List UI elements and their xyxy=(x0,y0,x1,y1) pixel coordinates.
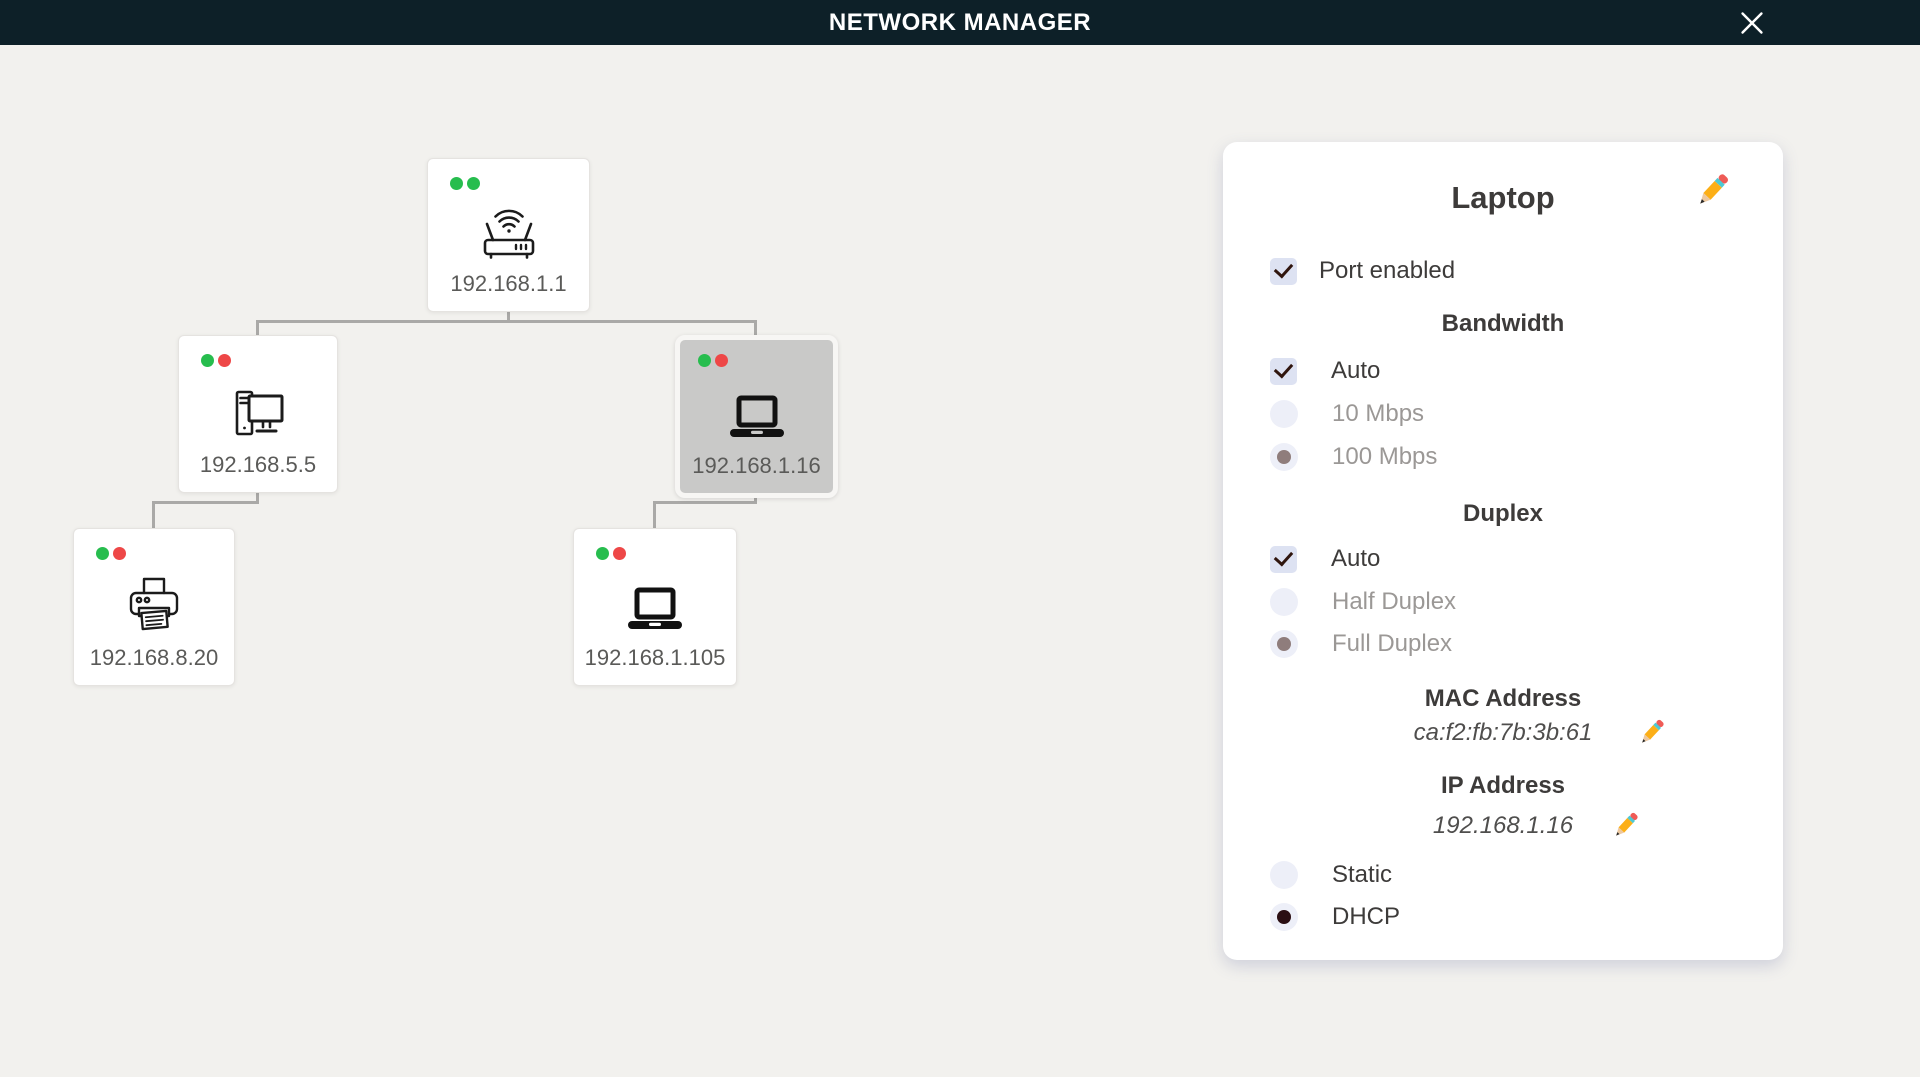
duplex-option-half[interactable]: Half Duplex xyxy=(1270,587,1456,617)
panel-title: Laptop xyxy=(1451,180,1555,215)
bandwidth-option-100mbps[interactable]: 100 Mbps xyxy=(1270,442,1437,472)
app-title: NETWORK MANAGER xyxy=(828,8,1092,36)
status-dot-red xyxy=(218,354,231,367)
node-ip: 192.168.5.5 xyxy=(199,452,317,477)
port-enabled-row[interactable]: Port enabled xyxy=(1270,256,1455,286)
connector-line xyxy=(152,501,259,504)
router-icon xyxy=(476,207,542,259)
option-label: Auto xyxy=(1331,357,1381,384)
node-ip: 192.168.1.105 xyxy=(584,645,726,670)
status-dots xyxy=(450,177,480,190)
status-dots xyxy=(596,547,626,560)
radio-control[interactable] xyxy=(1270,630,1298,658)
connector-line xyxy=(754,497,757,504)
connector-line xyxy=(152,501,155,529)
option-label: DHCP xyxy=(1332,903,1401,930)
status-dots xyxy=(96,547,126,560)
node-router[interactable]: 192.168.1.1 xyxy=(427,158,590,312)
radio-control[interactable] xyxy=(1270,861,1298,889)
node-ip: 192.168.8.20 xyxy=(89,645,219,670)
option-label: Half Duplex xyxy=(1332,588,1457,615)
connector-line xyxy=(256,320,757,323)
status-dot-red xyxy=(613,547,626,560)
pencil-icon xyxy=(1642,719,1664,743)
status-dots xyxy=(698,354,728,367)
duplex-option-auto[interactable]: Auto xyxy=(1270,544,1380,574)
radio-control[interactable] xyxy=(1270,400,1298,428)
status-dot-red xyxy=(113,547,126,560)
checkbox-control[interactable] xyxy=(1270,545,1297,573)
connector-line xyxy=(754,320,757,336)
status-dot-green xyxy=(596,547,609,560)
bandwidth-option-10mbps[interactable]: 10 Mbps xyxy=(1270,399,1424,429)
node-ip: 192.168.1.1 xyxy=(450,271,567,296)
status-dot-green xyxy=(450,177,463,190)
status-dots xyxy=(201,354,231,367)
ip-mode-option-static[interactable]: Static xyxy=(1270,860,1392,890)
pencil-icon xyxy=(1700,174,1729,204)
duplex-heading: Duplex xyxy=(1462,500,1543,527)
node-laptop-selected[interactable]: 192.168.1.16 xyxy=(675,335,838,498)
status-dot-green xyxy=(96,547,109,560)
checkbox-control[interactable] xyxy=(1270,357,1297,385)
close-button[interactable] xyxy=(1732,3,1772,43)
edit-ip-button[interactable] xyxy=(1609,808,1643,842)
bandwidth-heading: Bandwidth xyxy=(1441,310,1565,337)
status-dot-green xyxy=(698,354,711,367)
option-label: 10 Mbps xyxy=(1332,400,1425,427)
ip-mode-option-dhcp[interactable]: DHCP xyxy=(1270,902,1400,932)
mac-address-heading: MAC Address xyxy=(1424,685,1582,712)
status-dot-green xyxy=(467,177,480,190)
connector-line xyxy=(507,310,510,323)
node-laptop-2[interactable]: 192.168.1.105 xyxy=(573,528,737,686)
option-label: Auto xyxy=(1331,545,1381,572)
radio-control[interactable] xyxy=(1270,443,1298,471)
connector-line xyxy=(256,492,259,504)
ip-address-heading: IP Address xyxy=(1440,772,1566,799)
bandwidth-option-auto[interactable]: Auto xyxy=(1270,356,1380,386)
edit-name-button[interactable] xyxy=(1691,168,1735,212)
duplex-option-full[interactable]: Full Duplex xyxy=(1270,629,1452,659)
ip-address-value: 192.168.1.16 xyxy=(1432,812,1574,839)
radio-control[interactable] xyxy=(1270,588,1298,616)
option-label: Port enabled xyxy=(1319,257,1456,284)
option-label: 100 Mbps xyxy=(1332,443,1438,470)
node-ip: 192.168.1.16 xyxy=(692,453,821,478)
mac-address-value: ca:f2:fb:7b:3b:61 xyxy=(1413,719,1593,746)
node-desktop[interactable]: 192.168.5.5 xyxy=(178,335,338,493)
option-label: Full Duplex xyxy=(1332,630,1453,657)
status-dot-red xyxy=(715,354,728,367)
node-printer[interactable]: 192.168.8.20 xyxy=(73,528,235,686)
desktop-icon xyxy=(227,386,289,440)
device-settings-panel: Laptop Port enabled Bandwidth Auto 10 Mb… xyxy=(1223,142,1783,960)
radio-control[interactable] xyxy=(1270,903,1298,931)
close-icon xyxy=(1741,12,1763,34)
status-dot-green xyxy=(201,354,214,367)
pencil-icon xyxy=(1616,812,1638,836)
title-bar: NETWORK MANAGER xyxy=(0,0,1920,45)
laptop-icon xyxy=(625,585,685,633)
printer-icon xyxy=(124,575,184,633)
connector-line xyxy=(653,501,656,529)
connector-line xyxy=(653,501,757,504)
edit-mac-button[interactable] xyxy=(1635,715,1669,749)
checkbox-control[interactable] xyxy=(1270,257,1297,285)
option-label: Static xyxy=(1332,861,1393,888)
connector-line xyxy=(256,320,259,336)
laptop-icon xyxy=(727,393,787,441)
